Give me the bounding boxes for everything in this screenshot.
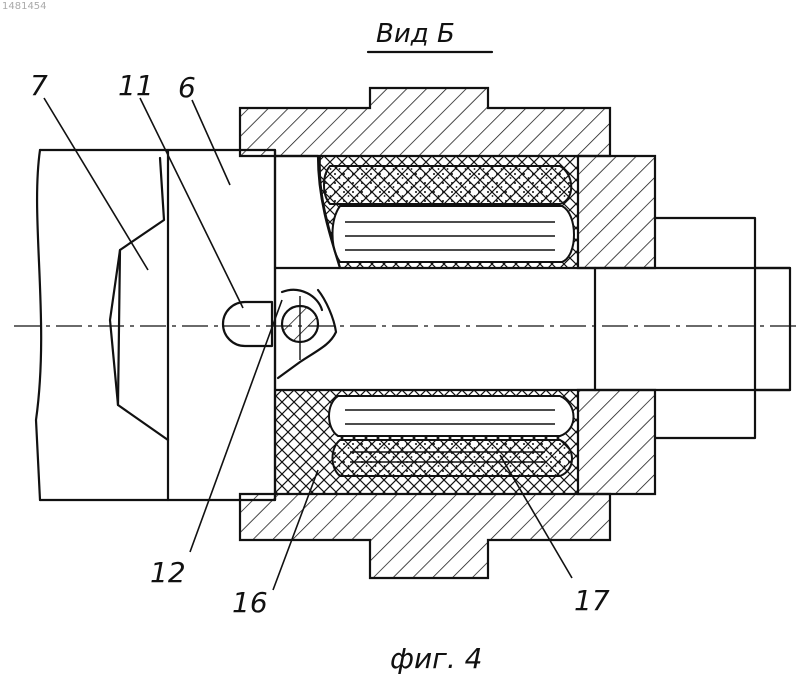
label-6: 6: [178, 71, 196, 104]
view-title: Вид Б: [368, 19, 492, 52]
end-cap: [578, 156, 655, 494]
document-id: 1481454: [2, 1, 47, 12]
svg-text:Вид Б: Вид Б: [376, 19, 455, 49]
label-16: 16: [232, 586, 268, 619]
left-body: [36, 150, 275, 500]
label-11: 11: [118, 69, 154, 102]
upper-pack: [320, 156, 578, 268]
label-7: 7: [30, 69, 48, 102]
label-12: 12: [150, 556, 186, 589]
lower-pack: [275, 390, 578, 494]
figure-caption: фиг. 4: [390, 642, 482, 675]
label-17: 17: [574, 584, 610, 617]
